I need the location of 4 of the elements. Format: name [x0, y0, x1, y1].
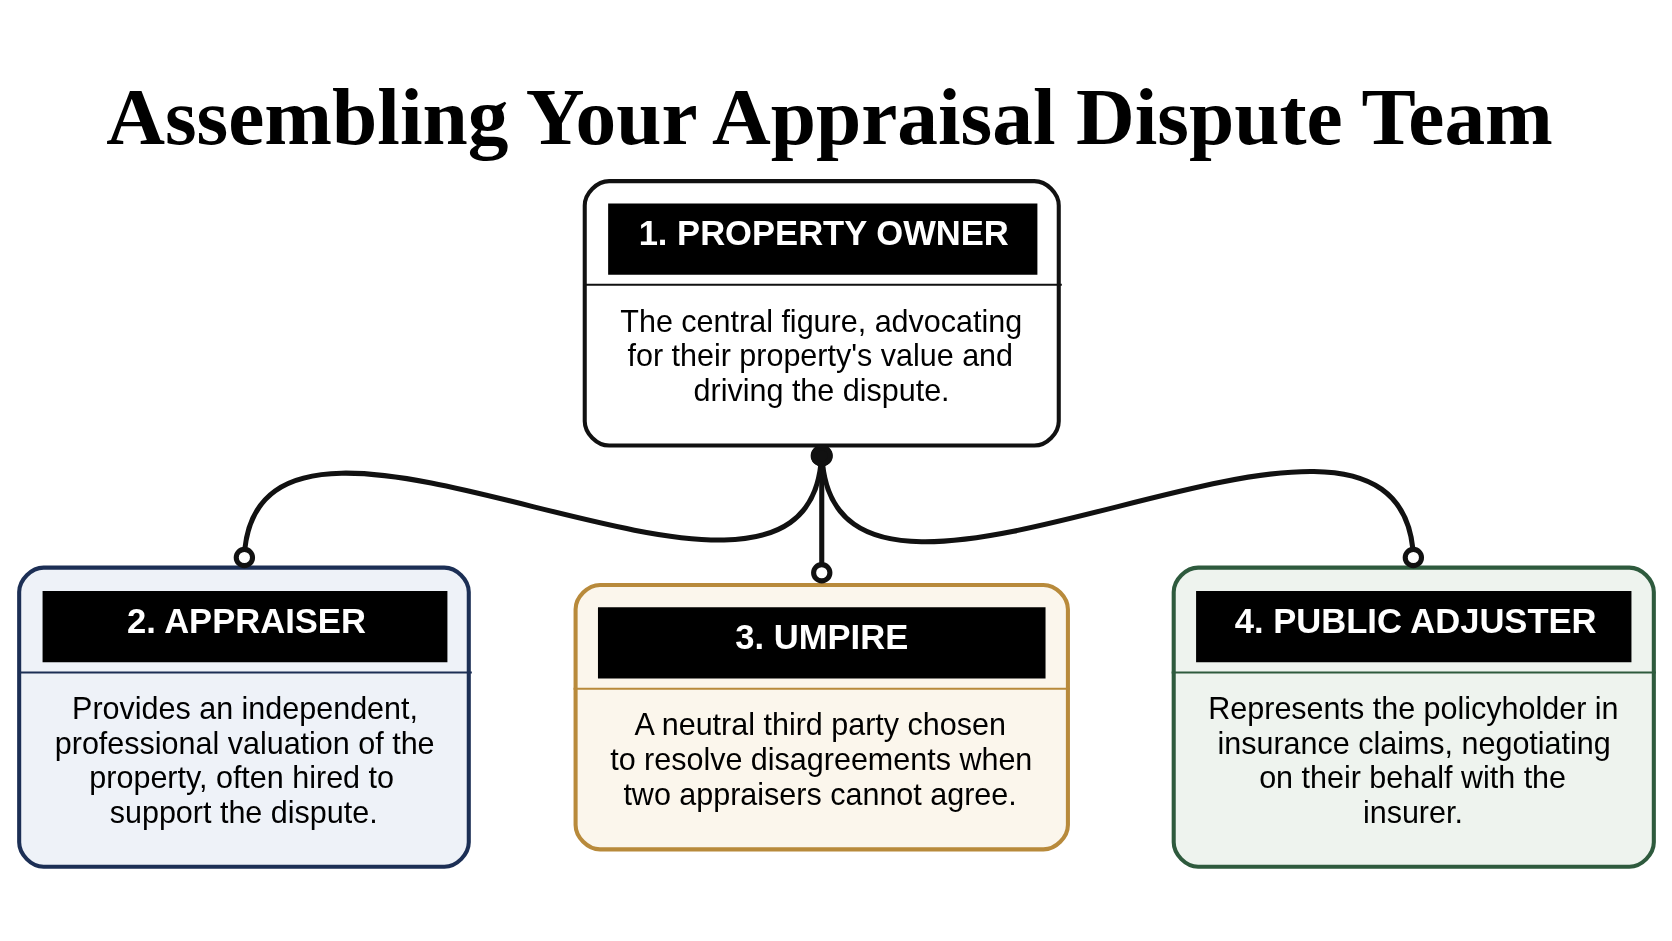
connector [233, 444, 832, 568]
connector [810, 444, 1424, 568]
connector [810, 444, 832, 583]
diagram-title: Assembling Your Appraisal Dispute Team [105, 70, 1553, 162]
